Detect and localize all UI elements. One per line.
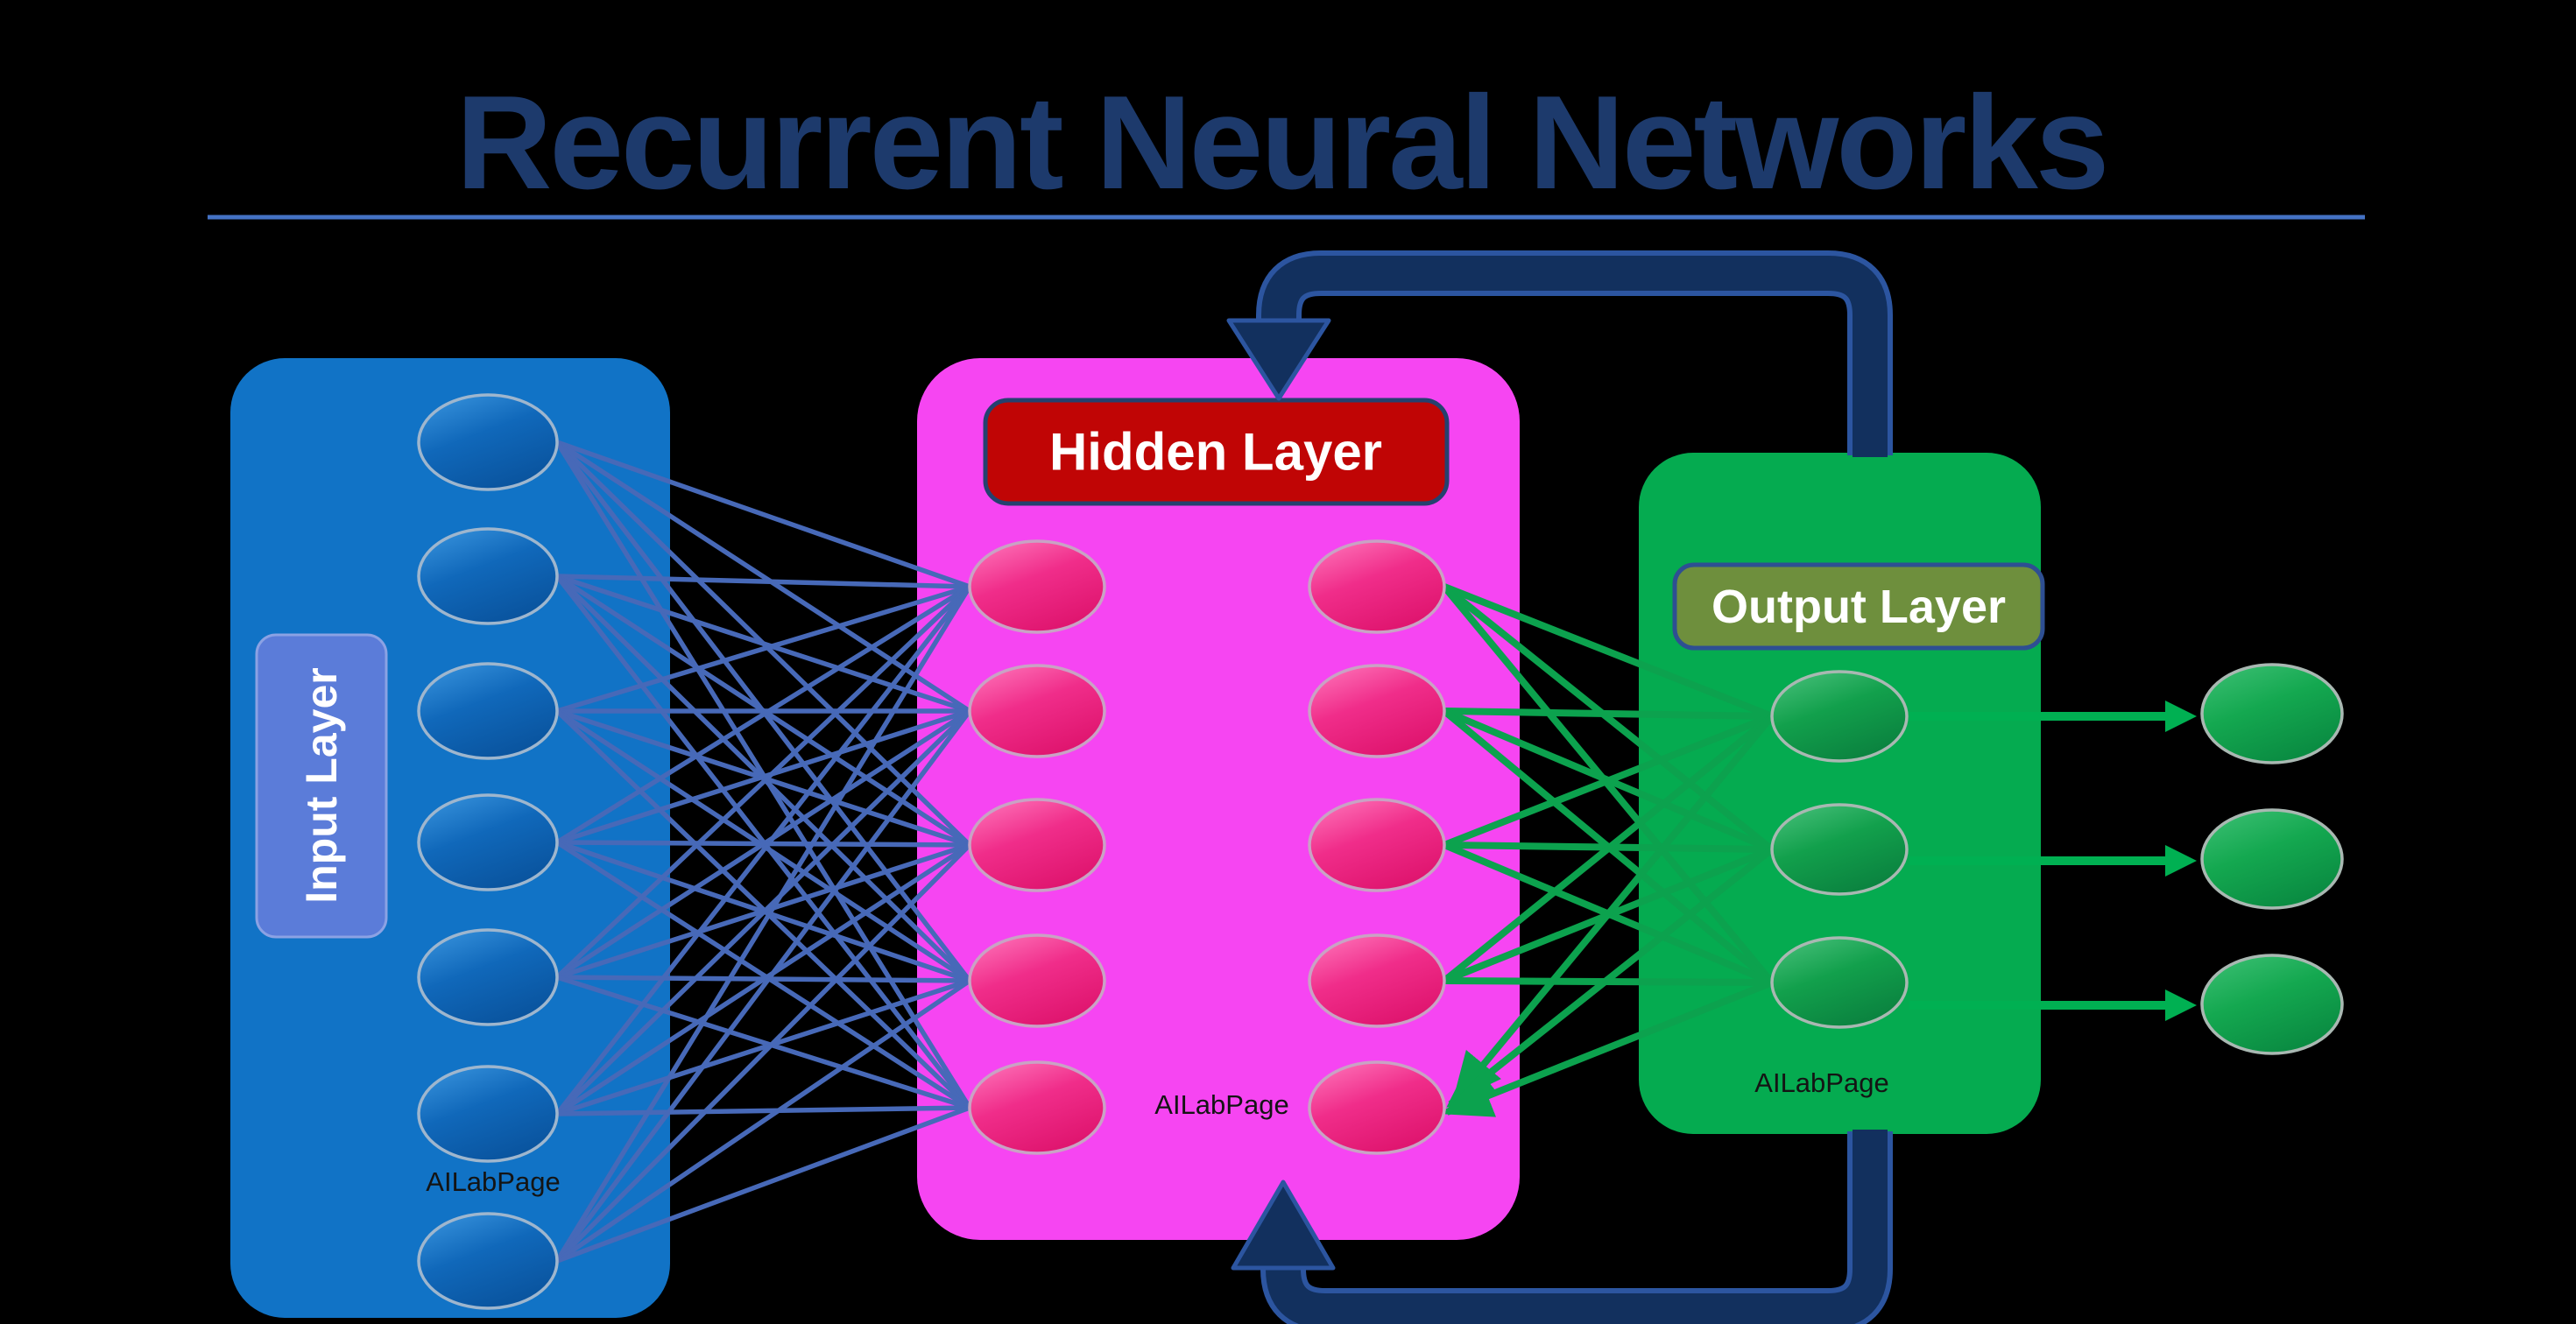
output-layer-label: Output Layer — [1711, 581, 2006, 633]
connection-line — [556, 574, 970, 714]
watermark-output: AILabPage — [1754, 1067, 1888, 1098]
connection-line — [554, 585, 972, 1116]
input-neuron-2 — [417, 527, 559, 625]
connection-line — [555, 709, 971, 1116]
final-output-neuron-2 — [2200, 808, 2344, 910]
final-output-arrow-3 — [1909, 989, 2197, 1021]
connection-line — [556, 574, 970, 589]
hidden-neuron-l1 — [968, 539, 1106, 634]
hidden-neuron-r4 — [1308, 933, 1446, 1028]
hidden-neuron-l5 — [968, 1060, 1106, 1155]
connection-line — [554, 709, 972, 1263]
input-layer-label-box — [255, 633, 388, 939]
connection-line — [556, 978, 970, 1116]
connection-line — [556, 584, 970, 714]
input-neuron-5 — [417, 928, 559, 1026]
hidden-neuron-l3 — [968, 798, 1106, 892]
feedback-loop-bottom — [1231, 1130, 1893, 1324]
connection-line — [555, 584, 971, 845]
hidden-neuron-l4 — [968, 933, 1106, 1028]
hidden-layer-label: Hidden Layer — [1049, 423, 1382, 482]
connection-line — [554, 585, 972, 1263]
input-neuron-4 — [417, 793, 559, 891]
connection-line — [555, 440, 971, 714]
input-hidden-connections — [554, 440, 972, 1264]
connection-line — [1442, 713, 1775, 984]
connection-line — [1441, 584, 1775, 985]
input-neuron-7 — [417, 1212, 559, 1310]
connection-line — [556, 440, 970, 589]
hidden-layer-label-box — [983, 398, 1450, 506]
feedback-loop-top — [1226, 250, 1893, 457]
connection-line — [555, 840, 971, 1110]
final-output-arrows — [1909, 701, 2197, 1021]
input-neuron-3 — [417, 662, 559, 760]
connection-line — [1442, 583, 1775, 853]
final-output-neuron-3 — [2200, 954, 2344, 1055]
connection-line — [555, 843, 971, 1263]
output-neuron-2 — [1770, 803, 1909, 896]
final-output-arrow-1 — [1909, 701, 2197, 732]
connection-line — [556, 975, 970, 1110]
connection-line — [556, 1105, 970, 1116]
input-layer-label: Input Layer — [297, 667, 346, 903]
hidden-neurons — [968, 539, 1446, 1155]
connection-line — [556, 1105, 970, 1264]
input-neuron-1 — [417, 393, 559, 491]
hidden-neuron-r1 — [1308, 539, 1446, 634]
connection-line — [1443, 708, 1773, 720]
watermark-hidden: AILabPage — [1154, 1089, 1288, 1120]
input-neurons — [417, 393, 559, 1310]
final-output-neurons — [2200, 663, 2344, 1055]
feedback-arrowhead-up — [1231, 1180, 1336, 1271]
input-neuron-6 — [417, 1065, 559, 1163]
connection-line — [555, 708, 971, 980]
final-output-arrow-2 — [1909, 845, 2197, 877]
page-title: Recurrent Neural Networks — [456, 68, 2107, 217]
connection-line — [555, 585, 971, 979]
connection-line — [1443, 713, 1774, 849]
hidden-neuron-l2 — [968, 664, 1106, 758]
connection-line — [556, 708, 970, 845]
output-layer-panel: Output Layer AILabPage — [1639, 453, 2045, 1134]
watermark-input: AILabPage — [426, 1166, 560, 1197]
output-neurons — [1770, 670, 1909, 1029]
connection-line — [555, 978, 971, 1264]
connection-line — [555, 842, 971, 1116]
final-output-neuron-1 — [2200, 663, 2344, 764]
feedback-arrowhead-down — [1226, 318, 1331, 401]
output-neuron-3 — [1770, 936, 1909, 1029]
connection-line — [1443, 583, 1774, 720]
output-hidden-feedback-lines — [1442, 714, 1775, 1117]
hidden-neuron-r3 — [1308, 798, 1446, 892]
output-neuron-1 — [1770, 670, 1909, 763]
hidden-neuron-r2 — [1308, 664, 1446, 758]
output-layer-label-box — [1672, 562, 2045, 651]
hidden-neuron-r5 — [1308, 1060, 1446, 1155]
